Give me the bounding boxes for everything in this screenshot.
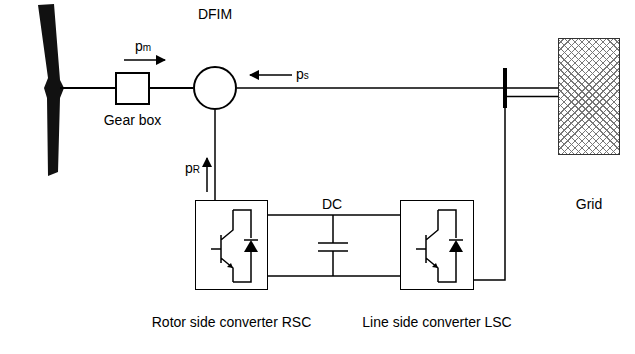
gearbox-box: Gear box <box>115 72 150 105</box>
connector-line <box>150 87 193 89</box>
igbt-symbol <box>211 210 258 282</box>
drive-shaft <box>60 87 115 89</box>
generator-circle: DFIM <box>193 66 237 110</box>
power-label: pm <box>135 38 151 56</box>
power-arrow <box>124 59 165 61</box>
dc-rail <box>268 275 400 277</box>
node-label: Rotor side converter RSC <box>152 314 312 330</box>
connector-line <box>474 97 558 281</box>
node-label: DFIM <box>198 6 232 22</box>
capacitor-symbol <box>318 215 348 276</box>
connector-line <box>237 87 558 89</box>
connector-line <box>214 110 216 200</box>
power-arrow <box>206 158 208 192</box>
node-label: Gear box <box>104 112 162 128</box>
power-label: pR <box>185 160 200 178</box>
connector-line <box>268 214 400 216</box>
converter-box: Rotor side converter RSC <box>195 200 268 290</box>
power-arrow <box>250 74 292 76</box>
node-label: Line side converter LSC <box>362 314 511 330</box>
rotor-blade <box>38 4 64 176</box>
grid-block: Grid <box>558 38 620 155</box>
dc-link-label: DC <box>322 196 342 212</box>
power-label: ps <box>296 66 309 84</box>
converter-box: Line side converter LSC <box>400 200 474 290</box>
igbt-symbol <box>416 210 463 282</box>
node-label: Grid <box>576 196 602 212</box>
